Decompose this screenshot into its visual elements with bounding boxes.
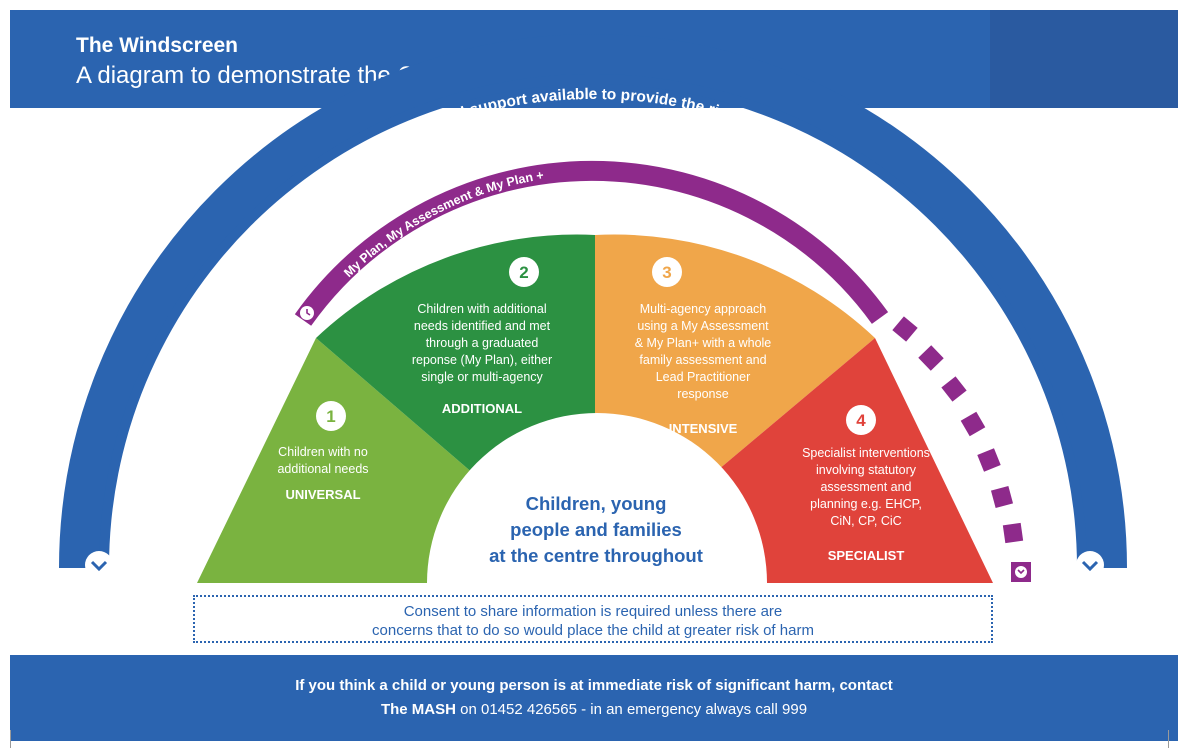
intensive-label: INTENSIVE: [669, 421, 738, 436]
additional-label: ADDITIONAL: [442, 401, 522, 416]
segment-specialist: [712, 338, 993, 583]
specialist-text-line: CiN, CP, CiC: [830, 514, 901, 528]
additional-text-line: through a graduated: [426, 336, 539, 350]
centre-circle: [427, 413, 767, 583]
additional-text-line: needs identified and met: [414, 319, 551, 333]
number-badge-1: 1: [316, 401, 346, 431]
svg-text:4: 4: [856, 411, 866, 430]
universal-text-line: additional needs: [277, 462, 368, 476]
right-edge-mark: [1168, 730, 1169, 748]
svg-text:2: 2: [519, 263, 528, 282]
footer-banner: If you think a child or young person is …: [10, 655, 1178, 741]
left-arc-end-icon: [85, 551, 113, 579]
footer-rest: on 01452 426565 - in an emergency always…: [455, 701, 808, 718]
intensive-text-line: Multi-agency approach: [640, 302, 767, 316]
segment-intensive: [595, 234, 875, 475]
svg-text:1: 1: [326, 407, 335, 426]
purple-arc: [294, 160, 889, 326]
intensive-text-line: Lead Practitioner: [656, 370, 751, 384]
consent-notice: Consent to share information is required…: [193, 595, 993, 643]
universal-text-line: Children with no: [278, 445, 368, 459]
additional-text-line: single or multi-agency: [421, 370, 543, 384]
specialist-label: SPECIALIST: [828, 548, 905, 563]
outer-blue-arc-inner: [59, 34, 1127, 569]
footer-mash: MASH: [411, 701, 456, 718]
intensive-text-line: using a My Assessment: [637, 319, 769, 333]
consent-line-2: concerns that to do so would place the c…: [372, 622, 814, 639]
intensive-text-line: family assessment and: [639, 353, 766, 367]
purple-dashes: [892, 316, 1024, 544]
svg-text:3: 3: [662, 263, 671, 282]
segment-universal: [197, 338, 475, 583]
intensive-text-line: response: [677, 387, 728, 401]
centre-text-line: people and families: [510, 519, 682, 540]
intensive-text-line: & My Plan+ with a whole: [635, 336, 772, 350]
footer-prefix: The: [380, 701, 412, 718]
number-badge-2: 2: [509, 257, 539, 287]
header-accent: [990, 10, 1178, 108]
right-arc-end-icon: [1076, 551, 1104, 579]
additional-text-line: Children with additional: [417, 302, 546, 316]
specialist-text-line: assessment and: [820, 480, 911, 494]
footer-line-2: The MASH on 01452 426565 - in an emergen…: [10, 701, 1178, 718]
footer-line-1: If you think a child or young person is …: [295, 677, 893, 694]
number-badge-4: 4: [846, 405, 876, 435]
centre-text-line: at the centre throughout: [489, 545, 703, 566]
specialist-text-line: planning e.g. EHCP,: [810, 497, 922, 511]
purple-end-icon: [1011, 562, 1031, 582]
number-badge-3: 3: [652, 257, 682, 287]
page-title: The Windscreen: [76, 34, 239, 57]
left-edge-mark: [10, 730, 11, 748]
specialist-text-line: Specialist interventions: [802, 446, 930, 460]
universal-label: UNIVERSAL: [285, 487, 360, 502]
additional-text-line: reponse (My Plan), either: [412, 353, 552, 367]
centre-text-line: Children, young: [526, 493, 667, 514]
specialist-text-line: involving statutory: [816, 463, 917, 477]
purple-start-clock-icon: [300, 306, 314, 320]
segment-additional: [316, 234, 595, 475]
consent-line-1: Consent to share information is required…: [403, 603, 783, 620]
